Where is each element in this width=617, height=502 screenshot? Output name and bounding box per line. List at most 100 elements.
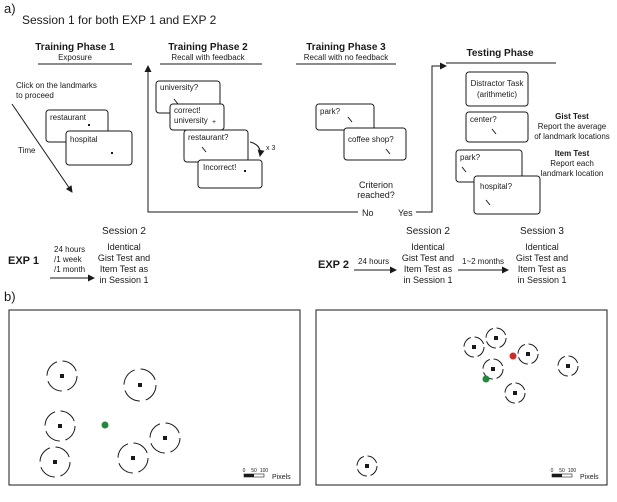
phase3-screen-2 [343,127,407,161]
gist-desc-1: Report the average [538,122,607,131]
landmark-tolerance-ring [517,343,539,365]
distractor-line-2: (arithmetic) [477,90,517,99]
exp1-label: EXP 1 [8,255,39,267]
landmark-marker [513,391,517,395]
gist-screen-label: center? [470,115,497,124]
landmark-marker [53,460,57,464]
phase1-screen-hospital [65,130,133,166]
exp1-session: Session 2 [102,226,146,237]
exp2-desc-a1: Identical [411,242,445,252]
phase1-instruction-1: Click on the landmarks [16,81,97,90]
landmark-marker [60,374,64,378]
landmark-marker [566,364,570,368]
landmark-tolerance-ring [46,360,78,392]
item-desc-2: landmark location [541,169,604,178]
landmark-tolerance-ring [356,455,378,477]
time-label: Time [18,146,36,155]
gist-screen [465,111,529,143]
phase3-subtitle: Recall with no feedback [304,53,389,62]
landmark-tolerance-ring [482,358,504,380]
landmark-tolerance-ring [117,442,149,474]
exp2-desc-b2: Gist Test and [516,253,568,263]
landmark-dot [88,124,90,126]
landmark-marker [58,424,62,428]
exp1-desc-3: Item Test as [100,264,149,274]
scale-tick-50: 50 [251,468,257,474]
exp1-desc-1: Identical [107,242,141,252]
exp2-desc-b3: Item Test as [518,264,567,274]
exp1-delay-2: /1 week [54,255,83,264]
center-location-marker [101,421,109,429]
landmark-map-right [315,309,608,486]
phase1-screen-hospital-label: hospital [70,135,98,144]
exp2-desc-b1: Identical [525,242,559,252]
landmark-marker [365,464,369,468]
landmark-map-left [8,309,301,486]
landmark-marker [163,436,167,440]
landmark-tolerance-ring [557,355,579,377]
repeat-label: x 3 [266,145,275,152]
exp2-desc-a2: Gist Test and [402,253,454,263]
phase1-subtitle: Exposure [58,53,92,62]
landmark-marker [138,383,142,387]
testing-title: Testing Phase [466,48,533,59]
criterion-no: No [362,208,374,218]
landmark-tolerance-ring [149,422,181,454]
phase2-screen-2-label: university [174,116,208,125]
item-title: Item Test [555,149,590,158]
item-screen-2 [473,175,541,215]
scale-tick-0: 0 [551,468,554,474]
cursor-icon [201,146,207,153]
exp2-label: EXP 2 [318,259,349,271]
exp1-delay-3: /1 month [54,265,85,274]
landmark-dot [111,152,113,154]
landmark-tolerance-ring [463,336,485,358]
landmark-marker [494,336,498,340]
exp2-delay-b: 1~2 months [462,257,504,266]
phase2-screen-2-feedback: correct! [174,106,201,115]
scale-tick-0: 0 [243,468,246,474]
item-screen-1-label: park? [460,153,481,162]
exp2-session-b: Session 3 [520,226,564,237]
panel-b-label: b) [4,289,16,304]
phase2-screen-3-label: restaurant? [188,133,229,142]
scale-unit: Pixels [272,474,291,481]
phase3-screen-1-label: park? [320,107,341,116]
landmark-marker [131,456,135,460]
landmark-tolerance-ring [485,327,507,349]
phase2-title: Training Phase 2 [168,42,248,53]
scale-unit: Pixels [580,474,599,481]
no-loop-arrow [144,65,358,213]
time-arrow [11,103,73,193]
landmark-tolerance-ring [123,368,157,402]
phase1-screen-restaurant-label: restaurant [50,113,87,122]
cursor-icon [347,116,353,123]
distractor-line-1: Distractor Task [471,79,525,88]
scale-bar-right: 0 50 100 Pixels [551,468,600,481]
cursor-icon [173,98,179,105]
landmark-marks-left [39,360,181,478]
distractor-screen [465,71,529,107]
phase3-screen-2-label: coffee shop? [348,135,394,144]
red-location-marker [509,352,517,360]
item-desc-1: Report each [550,159,594,168]
session1-title: Session 1 for both EXP 1 and EXP 2 [22,13,217,27]
exp2-desc-a4: in Session 1 [403,275,452,285]
landmark-tolerance-ring [44,410,76,442]
scale-tick-100: 100 [568,468,577,474]
plus-icon: + [212,119,216,126]
exp1-desc-2: Gist Test and [98,253,150,263]
phase2-screen-4 [197,159,263,189]
landmark-marker [472,345,476,349]
criterion-line-2: reached? [357,190,395,200]
repeat-arrow [249,141,265,157]
phase2-screen-4-label: Incorrect! [203,163,236,172]
exp1-delay-1: 24 hours [54,245,85,254]
cursor-icon [385,148,391,155]
panel-a-label: a) [4,1,16,16]
landmark-tolerance-ring [39,446,71,478]
phase2-screen-1-label: university? [160,83,199,92]
phase1-title: Training Phase 1 [35,42,115,53]
phase2-subtitle: Recall with feedback [171,53,245,62]
